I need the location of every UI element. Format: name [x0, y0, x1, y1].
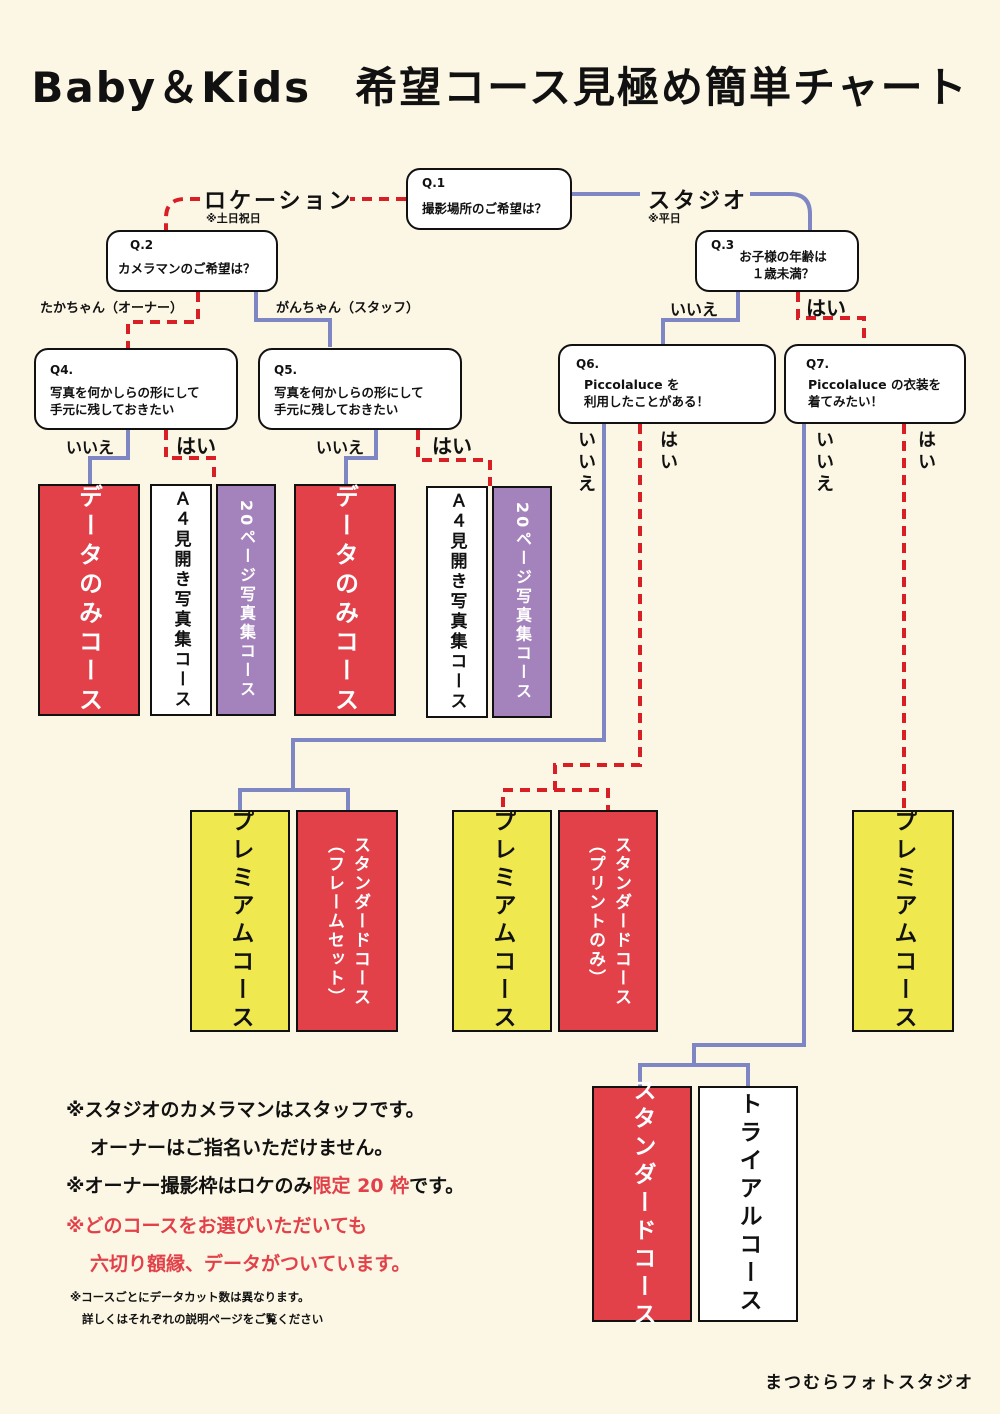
course-label: スタンダードコース （フレームセット） [324, 835, 370, 1007]
line-q2-staff [254, 292, 332, 347]
question-number: Q6. [576, 357, 600, 371]
line-q6-yes [501, 424, 642, 810]
label-owner: たかちゃん（オーナー） [40, 301, 184, 316]
label-q7-no: いいえ [813, 430, 834, 496]
course-label: Ａ４見開き写真集コース [446, 492, 467, 712]
label-q4-yes: はい [176, 434, 216, 458]
course-label: プレミアムコース [489, 809, 515, 1033]
question-number: Q4. [50, 363, 74, 377]
note-line: ※スタジオのカメラマンはスタッフです。 [66, 1099, 425, 1121]
course-label: トライアルコース [735, 1092, 761, 1316]
question-number: Q.3 [711, 238, 735, 252]
course-premium[interactable]: プレミアムコース [452, 809, 552, 1033]
course-label: 20ページ写真集コース [237, 500, 256, 700]
note-line: ※オーナー撮影枠はロケのみ限定 20 枠です。 [66, 1171, 464, 1198]
question-q3: Q.3 お子様の年齢は １歳未満？ [695, 230, 859, 292]
question-q7: Q7. Piccolaluce の衣装を 着てみたい！ [784, 344, 966, 424]
page-title: Baby＆Kids 希望コース見極め簡単チャート [31, 63, 969, 112]
course-20page-photobook[interactable]: 20ページ写真集コース [492, 486, 552, 718]
line-q6-no [238, 424, 606, 810]
question-q5: Q5. 写真を何かしらの形にして 手元に残しておきたい [258, 348, 462, 430]
course-standard-frame-set[interactable]: スタンダードコース （フレームセット） [296, 810, 398, 1032]
studio-name: まつむらフォトスタジオ [765, 1373, 974, 1393]
label-studio-note: ※平日 [648, 212, 681, 225]
question-q6: Q6. Piccolaluce を 利用したことがある！ [558, 344, 776, 424]
line-studio-q3 [750, 192, 812, 230]
note-small: ※コースごとにデータカット数は異なります。 [70, 1290, 310, 1304]
course-label: データのみコース [330, 484, 359, 716]
course-data-only[interactable]: データのみコース [294, 484, 396, 716]
course-label: Ａ４見開き写真集コース [170, 490, 191, 710]
note-small: 詳しくはそれぞれの説明ページをご覧ください [82, 1312, 324, 1326]
question-number: Q7. [806, 357, 830, 371]
question-text: 写真を何かしらの形にして 手元に残しておきたい [274, 385, 424, 417]
note-line: ※どのコースをお選びいただいても [66, 1215, 368, 1237]
note-line: 六切り額縁、データがついています。 [90, 1253, 411, 1275]
question-text: 撮影場所のご希望は？ [422, 201, 548, 216]
question-number: Q.2 [130, 238, 154, 252]
question-text: Piccolaluce の衣装を 着てみたい！ [808, 377, 941, 409]
course-trial[interactable]: トライアルコース [698, 1086, 798, 1322]
note-text: です。 [409, 1175, 465, 1197]
note-line: オーナーはご指名いただけません。 [90, 1137, 394, 1159]
course-a4-photobook[interactable]: Ａ４見開き写真集コース [426, 486, 488, 718]
course-standard-print-only[interactable]: スタンダードコース （プリントのみ） [558, 810, 658, 1032]
question-text: カメラマンのご希望は？ [118, 261, 256, 276]
question-q2: Q.2 カメラマンのご希望は？ [106, 230, 278, 292]
course-label: データのみコース [74, 484, 103, 716]
course-label: 20ページ写真集コース [513, 502, 532, 702]
label-q7-yes: はい [915, 430, 936, 474]
line-location-q2 [164, 197, 200, 232]
question-number: Q.1 [422, 176, 446, 190]
course-premium[interactable]: プレミアムコース [852, 809, 954, 1033]
label-q3-yes: はい [806, 296, 846, 320]
label-studio: スタジオ [648, 189, 749, 214]
line-q7-no [638, 424, 806, 1086]
question-number: Q5. [274, 363, 298, 377]
label-q6-yes: はい [657, 430, 678, 474]
question-q1: Q.1 撮影場所のご希望は？ [406, 168, 572, 230]
course-data-only[interactable]: データのみコース [38, 484, 140, 716]
course-a4-photobook[interactable]: Ａ４見開き写真集コース [150, 484, 212, 716]
question-text: 写真を何かしらの形にして 手元に残しておきたい [50, 385, 200, 417]
label-location-note: ※土日祝日 [206, 212, 261, 225]
line-q3-no [661, 292, 740, 345]
line-q4-no [88, 430, 130, 484]
label-q6-no: いいえ [575, 430, 596, 496]
course-label: スタンダードコース （プリントのみ） [585, 835, 631, 1007]
label-q3-no: いいえ [670, 300, 719, 319]
label-q4-no: いいえ [66, 438, 115, 457]
note-highlight: 限定 20 枠 [312, 1175, 410, 1197]
label-q5-no: いいえ [316, 438, 365, 457]
label-q5-yes: はい [432, 434, 472, 458]
line-q4-yes [164, 430, 216, 484]
course-20page-photobook[interactable]: 20ページ写真集コース [216, 484, 276, 716]
course-label: プレミアムコース [227, 809, 253, 1033]
line-q5-no [344, 430, 378, 484]
question-text: お子様の年齢は １歳未満？ [739, 249, 827, 281]
note-text: ※オーナー撮影枠はロケのみ [66, 1175, 313, 1197]
course-standard[interactable]: スタンダードコース [592, 1078, 692, 1330]
course-premium[interactable]: プレミアムコース [190, 809, 290, 1033]
course-label: プレミアムコース [890, 809, 916, 1033]
question-text: Piccolaluce を 利用したことがある！ [584, 377, 710, 409]
line-q3-yes [796, 292, 866, 344]
label-location: ロケーション [204, 189, 354, 214]
question-q4: Q4. 写真を何かしらの形にして 手元に残しておきたい [34, 348, 238, 430]
course-label: スタンダードコース [629, 1078, 655, 1330]
label-staff: がんちゃん（スタッフ） [276, 301, 420, 316]
